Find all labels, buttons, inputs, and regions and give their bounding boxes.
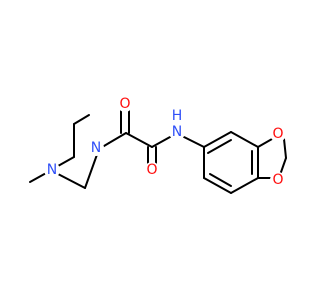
piperazine-nitrogen-methyl: N: [47, 162, 57, 178]
piperazine-nitrogen-acyl: N: [91, 140, 101, 156]
n-to-carbonyl-bond: [108, 132, 127, 144]
amide-nitrogen: N: [172, 124, 182, 140]
benzene-bond-2: [230, 131, 259, 148]
ketone-oxygen-top: O: [119, 96, 130, 112]
amide-hydrogen: H: [172, 108, 183, 124]
piperazine-bond-1: [57, 156, 75, 167]
benzene-bond-1: [203, 131, 232, 148]
label-bg-n-methyl: [44, 162, 60, 178]
benzene-bond-1-inner: [207, 139, 232, 154]
label-bg-o-dioxole-upper: [270, 126, 286, 142]
molecule-structure-diagram: N N O O H N O O: [29, 96, 287, 194]
dioxole-oxygen-lower: O: [272, 172, 283, 188]
oxalyl-cc-bond: [125, 132, 153, 148]
benzene-bond-5-inner: [209, 173, 232, 187]
label-bg-o-dioxole-lower: [270, 172, 286, 188]
label-bg-nh: [166, 117, 188, 139]
dioxole-bond-3: [279, 157, 287, 176]
label-bg-o-bottom: [144, 162, 160, 178]
amide-n-aryl-bond: [183, 136, 205, 148]
dioxole-oxygen-upper: O: [272, 126, 283, 142]
piperazine-bond-6: [57, 173, 86, 189]
label-bg-o-top: [117, 96, 133, 112]
dioxole-bond-2: [283, 138, 287, 159]
amide-c-n-bond: [151, 136, 171, 148]
atom-label-layer: N N O O H N O O: [44, 96, 286, 188]
ketone-oxygen-bottom: O: [146, 162, 157, 178]
benzene-bond-4: [230, 177, 259, 194]
label-bg-n-acyl: [88, 140, 104, 156]
bond-layer: [29, 107, 287, 194]
dioxole-bond-1: [257, 138, 273, 148]
benzene-bond-5: [203, 177, 232, 194]
piperazine-bond-3: [73, 114, 90, 125]
